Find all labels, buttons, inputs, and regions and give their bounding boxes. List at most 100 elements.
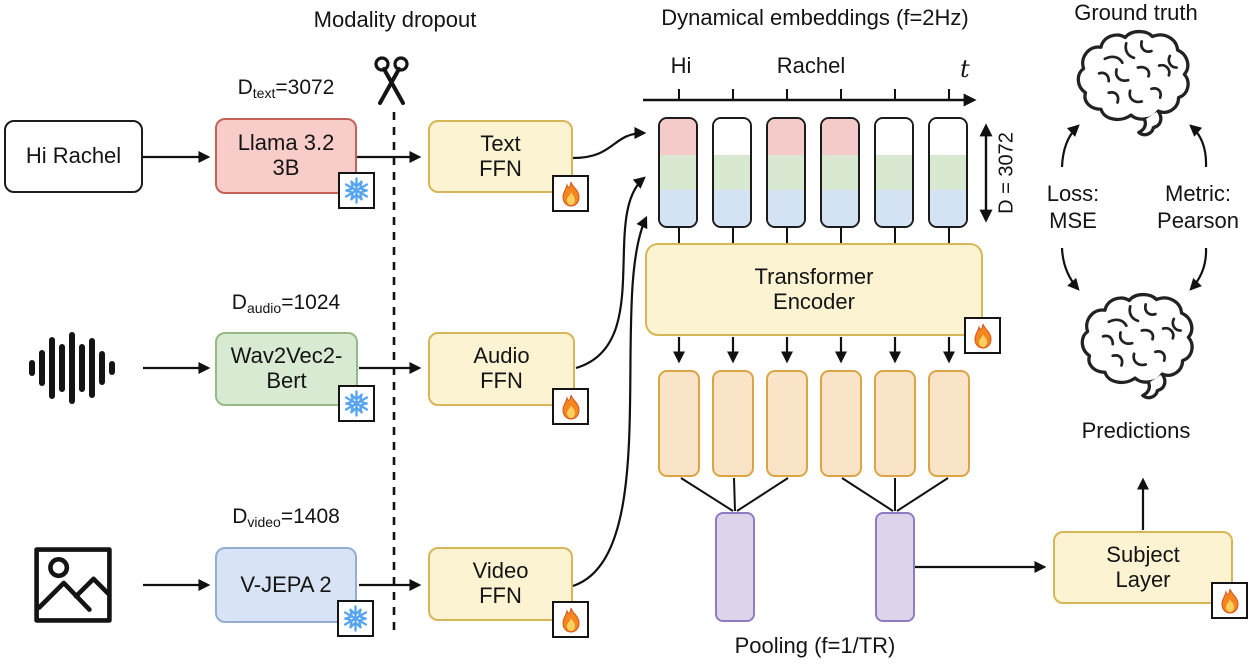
- output-token: [766, 370, 808, 477]
- embedding-segment: [930, 190, 966, 226]
- predictions-title: Predictions: [1081, 418, 1191, 443]
- fire-icon: [561, 181, 580, 207]
- text-encoder-label: Llama 3.2 3B: [237, 130, 335, 180]
- frozen-badge: [338, 385, 375, 422]
- embedding-column: [928, 117, 968, 228]
- metric-value: Pearson: [1157, 208, 1239, 233]
- output-token: [874, 370, 916, 477]
- loss-title: Loss:: [1046, 181, 1100, 206]
- waveform-icon: [29, 332, 115, 404]
- trainable-badge: [1211, 582, 1248, 619]
- embedding-segment: [876, 154, 912, 191]
- output-token: [928, 370, 970, 477]
- dim-prefix: D: [231, 291, 247, 314]
- dim-subscript: video: [247, 514, 281, 530]
- embedding-segment: [768, 190, 804, 226]
- embedding-column: [712, 117, 752, 228]
- audio-ffn-box: Audio FFN: [428, 332, 575, 406]
- embedding-dim-label: D = 3072: [995, 132, 1018, 214]
- embedding-column: [874, 117, 914, 228]
- trainable-badge: [552, 175, 589, 212]
- dim-value: =1024: [281, 291, 341, 314]
- dim-subscript: audio: [246, 300, 282, 316]
- ground-truth-brain-icon: [1076, 29, 1190, 137]
- video-dim-label: Dvideo=1408: [206, 505, 366, 531]
- transformer-encoder-label: Transformer Encoder: [754, 263, 874, 314]
- embedding-column: [658, 117, 698, 228]
- output-token: [658, 370, 700, 477]
- embedding-segment: [768, 119, 804, 155]
- text-input-label: Hi Rachel: [25, 143, 122, 169]
- dim-prefix: D: [237, 76, 253, 99]
- video-ffn-box: Video FFN: [428, 547, 573, 621]
- fire-icon: [973, 323, 992, 349]
- video-encoder-label: V-JEPA 2: [240, 571, 332, 597]
- subject-layer-box: Subject Layer: [1053, 531, 1233, 604]
- video-encoder-box: V-JEPA 2: [215, 547, 357, 623]
- dim-subscript: text: [252, 85, 276, 101]
- pooling-box: [875, 512, 915, 622]
- embedding-segment: [822, 190, 858, 226]
- ground-truth-title: Ground truth: [1074, 0, 1198, 25]
- audio-encoder-box: Wav2Vec2-Bert: [215, 332, 358, 406]
- trainable-badge: [964, 317, 1001, 354]
- metric-title: Metric:: [1165, 181, 1231, 206]
- dim-value: =3072: [275, 76, 335, 99]
- snowflake-icon: [344, 390, 369, 417]
- transformer-output-tokens: [658, 370, 970, 477]
- video-ffn-label: Video FFN: [472, 558, 529, 608]
- audio-encoder-label: Wav2Vec2-Bert: [230, 343, 343, 393]
- embedding-segment: [660, 190, 696, 226]
- text-dim-label: Dtext=3072: [206, 76, 366, 102]
- metric-label: Metric: Pearson: [1148, 180, 1248, 234]
- embedding-segment: [822, 154, 858, 191]
- embedding-segment: [714, 154, 750, 191]
- trainable-badge: [552, 601, 589, 638]
- predictions-brain-icon: [1080, 292, 1194, 400]
- audio-ffn-label: Audio FFN: [473, 343, 530, 393]
- text-encoder-box: Llama 3.2 3B: [215, 118, 357, 194]
- frozen-badge: [338, 172, 375, 209]
- embedding-segment: [876, 119, 912, 155]
- embedding-segment: [768, 154, 804, 191]
- time-axis-symbol: t: [960, 55, 970, 83]
- embedding-segment: [822, 119, 858, 155]
- loss-label: Loss: MSE: [1028, 180, 1118, 234]
- pooling-title: Pooling (f=1/TR): [734, 633, 896, 658]
- subject-layer-label: Subject Layer: [1106, 541, 1180, 592]
- pooling-box: [715, 512, 755, 622]
- embedding-segment: [930, 119, 966, 155]
- audio-dim-label: Daudio=1024: [206, 291, 366, 317]
- picture-icon: [34, 547, 112, 623]
- scissors-icon: [374, 56, 409, 105]
- dim-value: =1408: [280, 505, 340, 528]
- fire-icon: [561, 607, 580, 633]
- snowflake-icon: [344, 177, 369, 204]
- modality-dropout-title: Modality dropout: [313, 7, 477, 32]
- trainable-badge: [552, 388, 589, 425]
- embedding-segment: [876, 190, 912, 226]
- fire-icon: [561, 394, 580, 420]
- output-token: [712, 370, 754, 477]
- embedding-segment: [714, 119, 750, 155]
- dynamical-embeddings-title: Dynamical embeddings (f=2Hz): [661, 5, 969, 30]
- text-input-box: Hi Rachel: [4, 120, 143, 193]
- timeline-word-rachel: Rachel: [776, 53, 846, 78]
- dim-prefix: D: [232, 505, 248, 528]
- text-ffn-label: Text FFN: [479, 130, 522, 181]
- loss-value: MSE: [1049, 208, 1097, 233]
- transformer-encoder-box: Transformer Encoder: [645, 243, 983, 336]
- frozen-badge: [337, 600, 374, 637]
- timeline-word-hi: Hi: [670, 53, 692, 78]
- embedding-segment: [714, 190, 750, 226]
- embedding-segment: [660, 119, 696, 155]
- time-axis-ticks: [678, 89, 950, 100]
- output-token: [820, 370, 862, 477]
- fire-icon: [1220, 588, 1239, 614]
- embedding-columns: [658, 117, 968, 228]
- embedding-segment: [660, 154, 696, 191]
- embedding-column: [820, 117, 860, 228]
- embedding-column: [766, 117, 806, 228]
- embedding-segment: [930, 154, 966, 191]
